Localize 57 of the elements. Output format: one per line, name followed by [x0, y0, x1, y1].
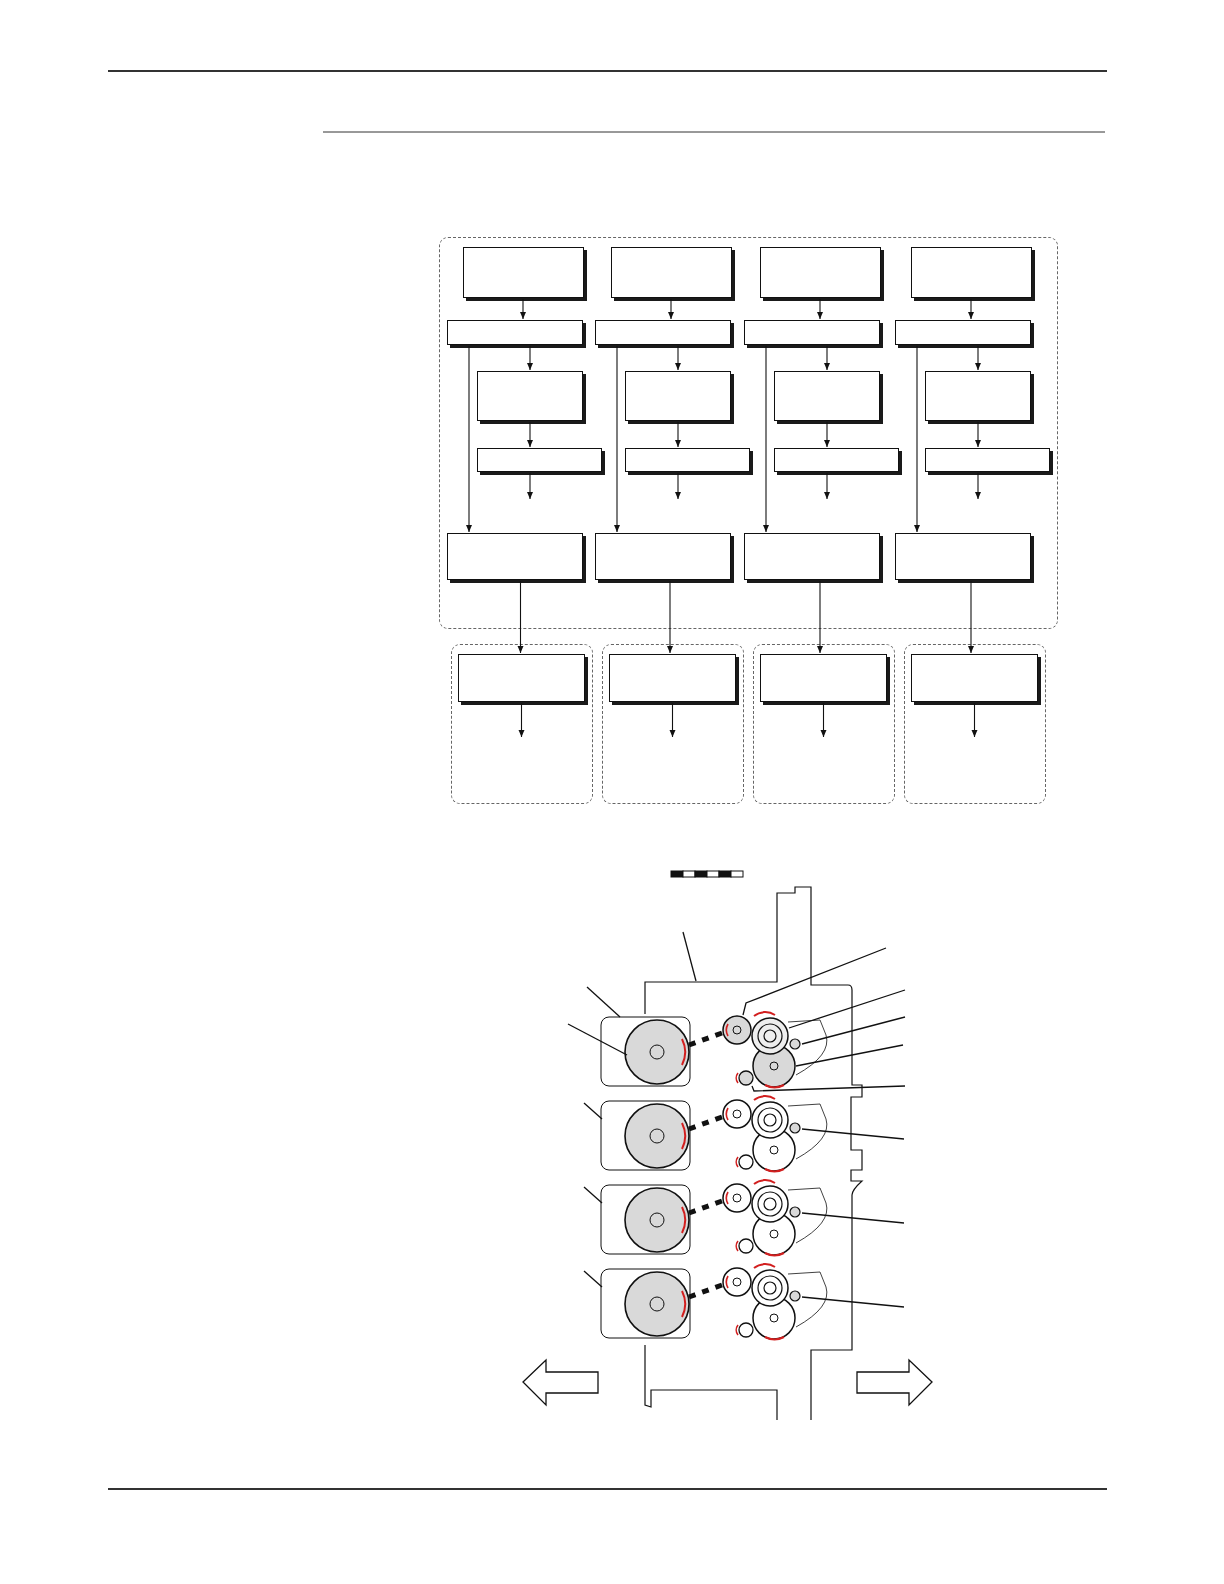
arrow [975, 472, 981, 500]
process-box [624, 370, 731, 421]
arrow [527, 345, 533, 371]
arrow [614, 345, 620, 533]
arrow [975, 345, 981, 371]
process-box [910, 653, 1038, 702]
dashed-group-frame [753, 644, 895, 804]
process-box [624, 447, 750, 472]
arrow [518, 702, 525, 738]
arrow [517, 580, 524, 654]
arrow [914, 345, 920, 533]
arrow [527, 472, 533, 500]
arrow [975, 421, 981, 448]
arrow [763, 345, 769, 533]
process-box [594, 319, 731, 345]
arrow [817, 580, 823, 654]
arrow [527, 421, 533, 448]
process-box [759, 653, 887, 702]
arrow [520, 298, 526, 320]
process-box [610, 246, 732, 298]
process-box [743, 532, 880, 580]
process-box [743, 319, 880, 345]
process-box [608, 653, 736, 702]
arrow [668, 298, 674, 320]
arrow [820, 702, 827, 738]
process-box [924, 370, 1031, 421]
process-box [894, 319, 1031, 345]
dashed-group-frame [439, 237, 1058, 629]
process-box [446, 319, 583, 345]
arrow [824, 345, 830, 371]
process-box [924, 447, 1050, 472]
process-box [910, 246, 1032, 298]
arrow [669, 702, 676, 738]
dashed-group-frame [904, 644, 1046, 804]
dashed-group-frame [602, 644, 744, 804]
arrow [667, 580, 673, 654]
process-box [894, 532, 1031, 580]
process-box [446, 532, 583, 580]
arrow [675, 421, 681, 448]
dashed-group-frame [451, 644, 593, 804]
process-box [462, 246, 584, 298]
process-box [476, 370, 583, 421]
arrow [466, 345, 472, 533]
arrow [824, 472, 830, 500]
arrow [968, 580, 974, 654]
process-box [773, 370, 880, 421]
process-box [457, 653, 585, 702]
arrow [824, 421, 830, 448]
process-box [759, 246, 881, 298]
process-box [594, 532, 731, 580]
arrow [675, 472, 681, 500]
arrow [675, 345, 681, 371]
arrow [971, 702, 978, 738]
arrow [968, 298, 974, 320]
arrow [817, 298, 823, 320]
process-box [476, 447, 602, 472]
process-box [773, 447, 899, 472]
